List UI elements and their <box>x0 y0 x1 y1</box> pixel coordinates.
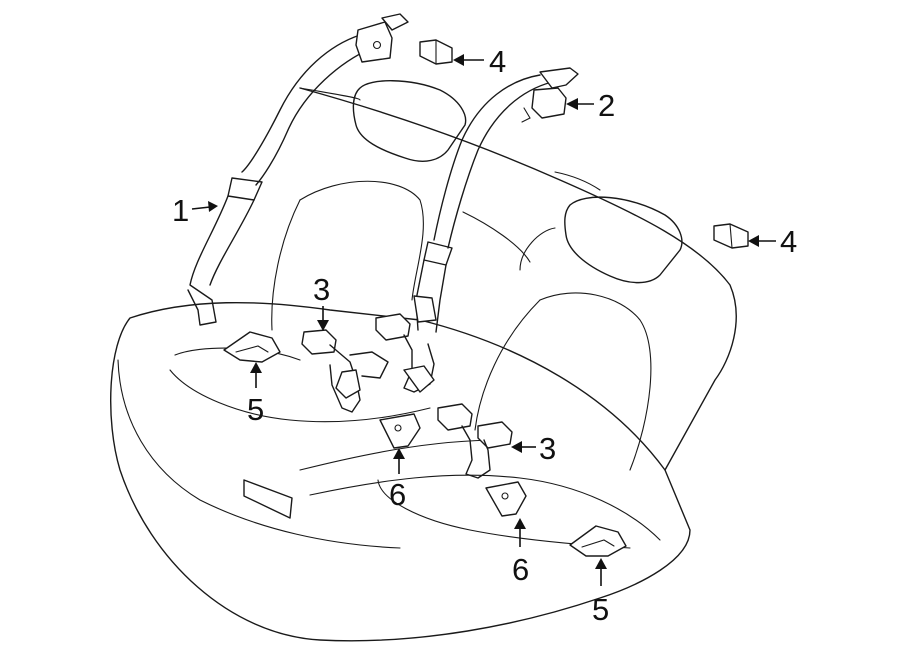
seat-belt-center <box>413 74 553 333</box>
headrest-left <box>352 80 467 162</box>
seat-back <box>271 87 737 471</box>
callout-6b-arrowhead <box>514 518 526 529</box>
callout-3a: 3 <box>313 272 330 331</box>
callout-3b: 3 <box>511 431 556 466</box>
cushion-pocket <box>243 479 293 519</box>
seat-belt-left <box>187 13 409 326</box>
clip-upper <box>419 39 453 65</box>
callout-6a: 6 <box>389 448 406 512</box>
callout-4a-label: 4 <box>489 44 506 79</box>
clip-right <box>713 223 749 249</box>
callout-3a-label: 3 <box>313 272 330 307</box>
callout-4b-label: 4 <box>780 224 797 259</box>
callout-4a: 4 <box>453 44 506 79</box>
callout-5b: 5 <box>592 558 609 627</box>
callout-2-arrowhead <box>566 98 578 110</box>
headrest-right <box>564 196 683 284</box>
bracket-left <box>379 413 421 449</box>
callout-1: 1 <box>172 193 218 228</box>
anchor-right <box>569 525 627 557</box>
callout-3b-label: 3 <box>539 431 556 466</box>
callout-6a-label: 6 <box>389 477 406 512</box>
callout-2: 2 <box>566 88 615 123</box>
callout-6a-arrowhead <box>393 448 405 459</box>
callout-1-label: 1 <box>172 193 189 228</box>
buckle-center-left <box>375 313 435 393</box>
callout-4b-arrowhead <box>748 235 759 247</box>
callout-4a-arrowhead <box>453 54 464 66</box>
bracket-right <box>485 481 527 517</box>
anchor-left <box>223 331 281 363</box>
callout-5a-label: 5 <box>247 392 264 427</box>
callout-5b-arrowhead <box>595 558 607 569</box>
callout-4b: 4 <box>748 224 797 259</box>
callout-5a: 5 <box>247 362 264 427</box>
callout-3a-arrowhead <box>317 320 329 331</box>
callout-6b: 6 <box>512 518 529 587</box>
buckle-left <box>301 329 389 413</box>
seat-cushion <box>110 301 691 642</box>
callout-5b-label: 5 <box>592 592 609 627</box>
part-2-anchor <box>521 67 579 123</box>
callout-1-arrowhead <box>208 201 218 212</box>
buckle-center-right <box>437 403 513 479</box>
callout-6b-label: 6 <box>512 552 529 587</box>
callout-2-label: 2 <box>598 88 615 123</box>
callout-3b-arrowhead <box>511 441 522 453</box>
callout-5a-arrowhead <box>250 362 262 373</box>
